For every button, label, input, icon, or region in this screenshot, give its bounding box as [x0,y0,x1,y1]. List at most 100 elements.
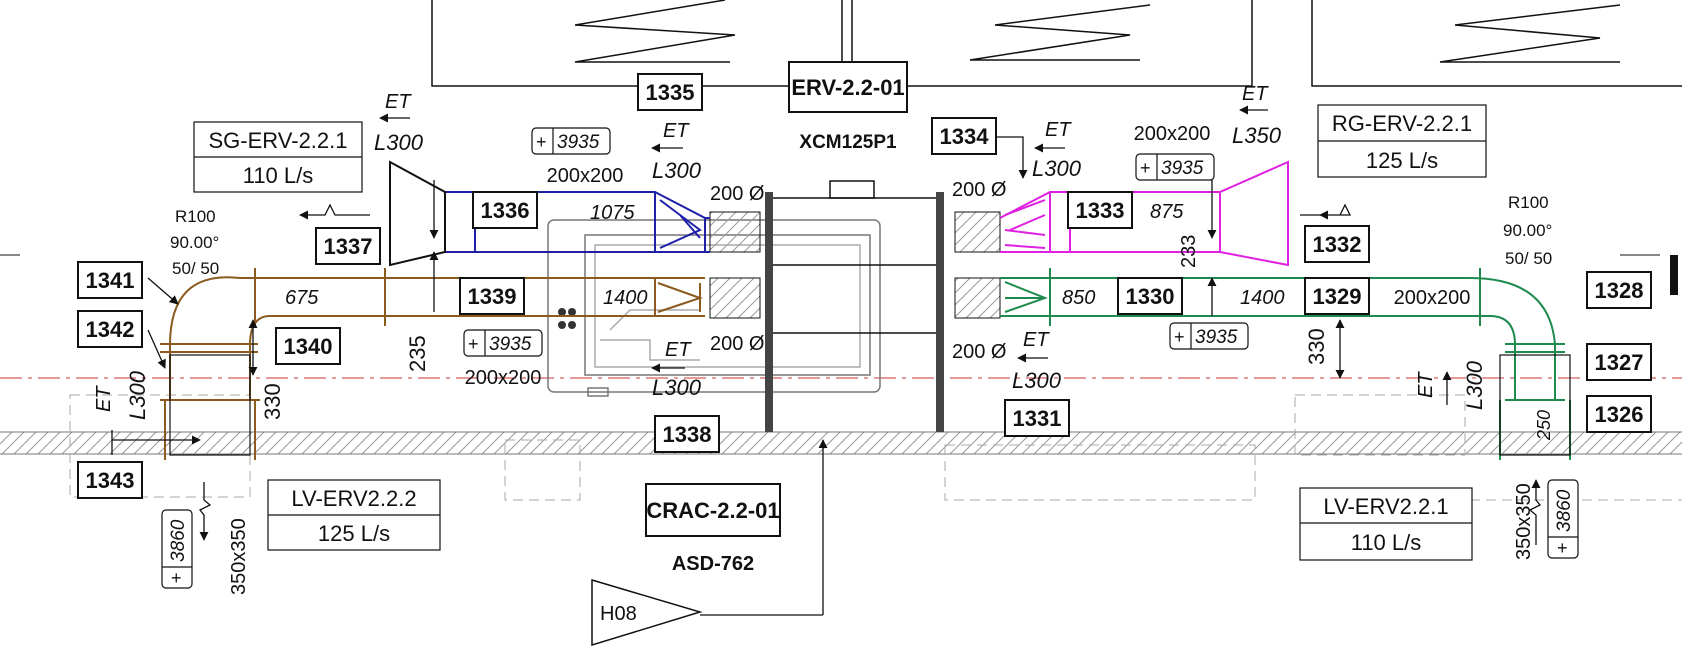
tag-1327: 1327 [1595,350,1644,375]
h08-label: H08 [600,603,637,625]
lv2-grille-name: LV-ERV2.2.2 [291,486,416,511]
elev-plus: + [536,132,547,152]
length-note: L350 [1232,123,1282,148]
sg-grille-flow: 110 L/s [243,163,314,188]
duct-size: 200x200 [465,367,542,389]
length-note: L300 [1012,368,1062,393]
flex-connectors [709,211,1001,319]
dim-value: 235 [405,335,430,372]
tag-1336: 1336 [481,198,530,223]
crac-port [568,321,576,329]
h08-triangle [591,578,703,647]
duct-length: 1400 [603,287,648,309]
tag-1329: 1329 [1313,284,1362,309]
erv-model-label: XCM125P1 [799,132,897,153]
et-note: ET [1023,329,1050,351]
crac-port [568,308,576,316]
tag-1337: 1337 [324,234,373,259]
et-note: ET [665,339,692,361]
tag-1330: 1330 [1126,284,1175,309]
duct-size: 200x200 [547,165,624,187]
elev-value: 3860 [1554,489,1575,532]
erv-unit-label: ERV-2.2-01 [791,75,904,100]
duct-diameter: 200 Ø [952,179,1006,201]
duct-length: 675 [285,287,319,309]
duct-length: 1075 [590,202,635,224]
elbow-radius: R100 [1508,193,1549,212]
length-note: L300 [374,130,424,155]
elev-plus: + [468,334,479,354]
rg-grille-flow: 125 L/s [1366,148,1438,173]
et-note: ET [1045,119,1072,141]
tag-1335: 1335 [646,80,695,105]
upper-rooms [431,0,1682,87]
crac-port [558,308,566,316]
length-note: L300 [652,158,702,183]
grille-boxes [193,104,1487,561]
dim-value: 330 [260,383,285,420]
lv1-grille-name: LV-ERV2.2.1 [1323,494,1448,519]
elev-value: 3935 [1195,327,1238,348]
dim-value: 250 [1534,410,1554,441]
supply-grille-symbol [389,160,446,267]
elev-plus: + [1174,327,1185,347]
elev-value: 3935 [489,334,532,355]
dimension-lines [111,105,1542,616]
elbow-split: 50/ 50 [1505,249,1552,268]
elevation-boxes [161,127,1579,589]
et-note: ET [385,91,412,113]
dim-value: 330 [1304,328,1329,365]
duct-size: 350x350 [228,518,250,595]
elev-value: 3935 [557,132,600,153]
outdoor-louver-plenum [1499,354,1571,456]
elbow-angle: 90.00° [1503,221,1552,240]
elev-value: 3935 [1161,158,1204,179]
duct-size: 200x200 [1134,123,1211,145]
et-note: ET [93,385,115,412]
exhaust-louver-plenum [169,354,251,456]
elev-value: 3860 [168,519,189,562]
duct-length: 875 [1150,201,1184,223]
et-note: ET [1242,83,1269,105]
tag-1333: 1333 [1076,198,1125,223]
erv-support-right [936,192,944,432]
tag-1343: 1343 [86,468,135,493]
rg-grille-name: RG-ERV-2.2.1 [1332,111,1472,136]
tag-1332: 1332 [1313,232,1362,257]
duct-diameter: 200 Ø [710,333,764,355]
erv-support-left [765,192,773,432]
duct-size: 200x200 [1394,287,1471,309]
tag-1334: 1334 [940,124,990,149]
crac-port [558,321,566,329]
duct-length: 1400 [1240,287,1285,309]
duct-diameter: 200 Ø [952,341,1006,363]
tag-1331: 1331 [1013,406,1062,431]
dim-value: 233 [1178,235,1200,268]
et-note: ET [663,120,690,142]
duct-length: 850 [1062,287,1095,309]
elbow-angle: 90.00° [170,233,219,252]
duct-size: 350x350 [1513,483,1535,560]
tag-1338: 1338 [663,422,712,447]
length-note: L300 [1462,360,1487,410]
wall-band [0,431,1682,455]
length-note: L300 [125,370,150,420]
length-note: L300 [1032,156,1082,181]
tag-1326: 1326 [1595,402,1644,427]
tag-1328: 1328 [1595,278,1644,303]
tag-boxes [77,61,1652,537]
elev-plus: + [1557,538,1568,558]
tag-1339: 1339 [468,284,517,309]
crac-model-label: ASD-762 [672,553,754,575]
et-note: ET [1415,371,1437,398]
lv2-grille-flow: 125 L/s [318,521,390,546]
elbow-radius: R100 [175,207,216,226]
tag-1340: 1340 [284,334,333,359]
tag-1341: 1341 [86,268,135,293]
erv-unit-housing [769,180,941,334]
elev-plus: + [171,568,182,588]
elbow-split: 50/ 50 [172,259,219,278]
sg-grille-name: SG-ERV-2.2.1 [209,128,348,153]
length-note: L300 [652,375,702,400]
